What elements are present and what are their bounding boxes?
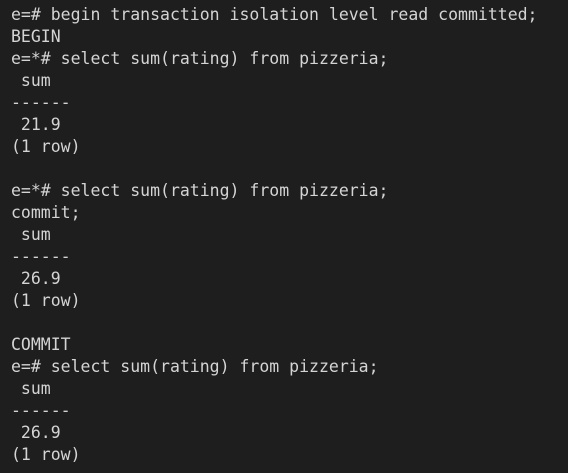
result-header-3: sum bbox=[11, 379, 51, 398]
result-header-2: sum bbox=[11, 225, 51, 244]
result-rowcount-2: (1 row) bbox=[11, 291, 81, 310]
command-select-sum-3: e=# select sum(rating) from pizzeria; bbox=[11, 357, 379, 376]
result-value-1: 21.9 bbox=[11, 115, 61, 134]
blank-line bbox=[11, 312, 568, 334]
result-header-1: sum bbox=[11, 71, 51, 90]
output-commit: COMMIT bbox=[11, 335, 71, 354]
result-rowcount-3: (1 row) bbox=[11, 445, 81, 464]
result-separator-2: ------ bbox=[11, 247, 71, 266]
result-value-2: 26.9 bbox=[11, 269, 61, 288]
result-rowcount-1: (1 row) bbox=[11, 137, 81, 156]
blank-line bbox=[11, 158, 568, 180]
command-select-sum-1: e=*# select sum(rating) from pizzeria; bbox=[11, 49, 389, 68]
result-separator-1: ------ bbox=[11, 93, 71, 112]
command-begin-transaction: e=# begin transaction isolation level re… bbox=[11, 5, 538, 24]
output-begin: BEGIN bbox=[11, 27, 61, 46]
result-separator-3: ------ bbox=[11, 401, 71, 420]
result-value-3: 26.9 bbox=[11, 423, 61, 442]
command-commit: commit; bbox=[11, 203, 81, 222]
command-select-sum-2: e=*# select sum(rating) from pizzeria; bbox=[11, 181, 389, 200]
